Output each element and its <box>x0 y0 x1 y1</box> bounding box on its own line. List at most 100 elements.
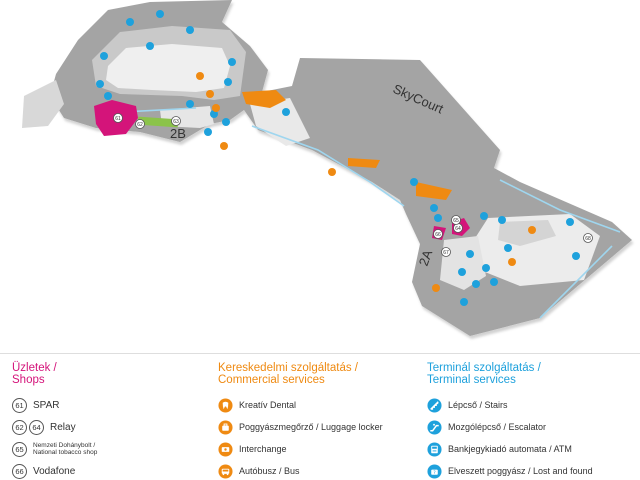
bus-icon <box>432 284 440 292</box>
stairs-icon <box>186 100 194 108</box>
terminal-label: Elveszett poggyász / Lost and found <box>448 466 593 476</box>
shop-label: Relay <box>50 421 76 433</box>
lost-and-found-icon <box>472 280 480 288</box>
shop-number-badge: 64 <box>29 419 44 435</box>
green-lane <box>137 116 179 128</box>
legend-terminal-item: Bankjegykiadó automata / ATM <box>427 438 637 460</box>
escalator-icon <box>427 419 442 435</box>
legend-shop-item: 66 Vodafone <box>12 460 202 480</box>
atm-icon <box>146 42 154 50</box>
terminal-2a-label: 2A <box>416 248 436 268</box>
escalator-icon <box>430 204 438 212</box>
stairs-icon <box>100 52 108 60</box>
dental-icon <box>212 104 220 112</box>
interchange-icon <box>218 441 233 457</box>
atm-icon <box>427 441 442 457</box>
stairs-icon <box>427 397 442 413</box>
stairs-icon <box>410 178 418 186</box>
shop-marker-67[interactable]: 67 <box>441 247 451 257</box>
escalator-icon <box>490 278 498 286</box>
terminal-label: Bankjegykiadó automata / ATM <box>448 444 572 454</box>
shop-number-badge: 62 <box>12 419 27 435</box>
atm-icon <box>480 212 488 220</box>
shop-number-markers: 61 62 63 64 65 66 67 68 <box>113 113 593 257</box>
shop-marker-62[interactable]: 62 <box>135 119 145 129</box>
legend-commercial-item: Autóbusz / Bus <box>218 460 418 480</box>
shop-marker-66[interactable]: 66 <box>433 229 443 239</box>
terminal-2b-label: 2B <box>170 126 186 141</box>
terminal-map[interactable]: SkyCourt 2B 2A 61 62 63 64 65 66 67 68 <box>0 0 640 352</box>
stairs-icon <box>460 298 468 306</box>
commercial-label: Interchange <box>239 444 287 454</box>
interior-zones <box>22 26 600 290</box>
stairs-icon <box>228 58 236 66</box>
terminal-service-pins <box>96 10 580 306</box>
svg-text:63: 63 <box>173 119 179 125</box>
shop-marker-64[interactable]: 64 <box>453 223 463 233</box>
escalator-icon <box>282 108 290 116</box>
legend-commercial-item: Interchange <box>218 438 418 460</box>
shop-marker-63[interactable]: 63 <box>171 116 181 126</box>
svg-text:66: 66 <box>435 232 441 238</box>
legend-separator <box>0 353 640 354</box>
shop-label: SPAR <box>33 399 60 411</box>
legend-terminal-item: ? Elveszett poggyász / Lost and found <box>427 460 637 480</box>
shop-label: Vodafone <box>33 465 76 477</box>
bus-icon <box>218 463 233 479</box>
atm-icon <box>224 78 232 86</box>
interchange-icon <box>528 226 536 234</box>
commercial-areas <box>242 90 452 200</box>
commercial-service-pins <box>196 72 536 292</box>
legend-commercial-item: Kreatív Dental <box>218 394 418 416</box>
escalator-icon <box>204 128 212 136</box>
stairs-icon <box>156 10 164 18</box>
luggage-locker-icon <box>218 419 233 435</box>
interchange-icon <box>196 72 204 80</box>
shop-marker-68[interactable]: 68 <box>583 233 593 243</box>
shop-number-badge: 65 <box>12 441 27 457</box>
terminal-label: Lépcső / Stairs <box>448 400 508 410</box>
escalator-icon <box>466 250 474 258</box>
legend-shop-item: 65 Nemzeti Dohánybolt / National tobacco… <box>12 438 202 460</box>
legend-commercial: Kereskedelmi szolgáltatás / Commercial s… <box>218 362 418 480</box>
atm-icon <box>504 244 512 252</box>
legend-commercial-title: Kereskedelmi szolgáltatás / Commercial s… <box>218 362 358 386</box>
legend-shops: Üzletek / Shops 61 SPAR 62 64 Relay 65 N… <box>12 362 202 480</box>
bus-icon <box>220 142 228 150</box>
escalator-icon <box>498 216 506 224</box>
legend-terminal-item: Lépcső / Stairs <box>427 394 637 416</box>
commercial-label: Poggyászmegőrző / Luggage locker <box>239 422 383 432</box>
luggage-locker-icon <box>206 90 214 98</box>
legend-terminal-title: Terminál szolgáltatás / Terminal service… <box>427 362 541 386</box>
dental-icon <box>508 258 516 266</box>
escalator-icon <box>104 92 112 100</box>
commercial-label: Autóbusz / Bus <box>239 466 300 476</box>
escalator-icon <box>186 26 194 34</box>
legend-terminal: Terminál szolgáltatás / Terminal service… <box>427 362 637 480</box>
escalator-icon <box>126 18 134 26</box>
svg-text:67: 67 <box>443 250 449 256</box>
legend-shop-item: 61 SPAR <box>12 394 202 416</box>
svg-text:61: 61 <box>115 116 121 122</box>
stairs-icon <box>458 268 466 276</box>
atm-icon <box>482 264 490 272</box>
atm-icon <box>572 252 580 260</box>
luggage-locker-icon <box>328 168 336 176</box>
legend-terminal-item: Mozgólépcső / Escalator <box>427 416 637 438</box>
shop-marker-61[interactable]: 61 <box>113 113 123 123</box>
lost-and-found-icon <box>96 80 104 88</box>
walkway-lines <box>123 107 621 319</box>
dental-icon <box>218 397 233 413</box>
svg-text:?: ? <box>433 469 436 475</box>
svg-text:64: 64 <box>455 226 461 232</box>
stairs-icon <box>434 214 442 222</box>
shop-label: Nemzeti Dohánybolt / National tobacco sh… <box>33 442 98 456</box>
svg-text:62: 62 <box>137 122 143 128</box>
svg-text:68: 68 <box>585 236 591 242</box>
shop-marker-65[interactable]: 65 <box>451 215 461 225</box>
shop-number-badge: 66 <box>12 463 27 479</box>
legend-commercial-item: Poggyászmegőrző / Luggage locker <box>218 416 418 438</box>
svg-text:65: 65 <box>453 218 459 224</box>
shop-number-badge: 61 <box>12 397 27 413</box>
legend-shops-title: Üzletek / Shops <box>12 362 57 386</box>
